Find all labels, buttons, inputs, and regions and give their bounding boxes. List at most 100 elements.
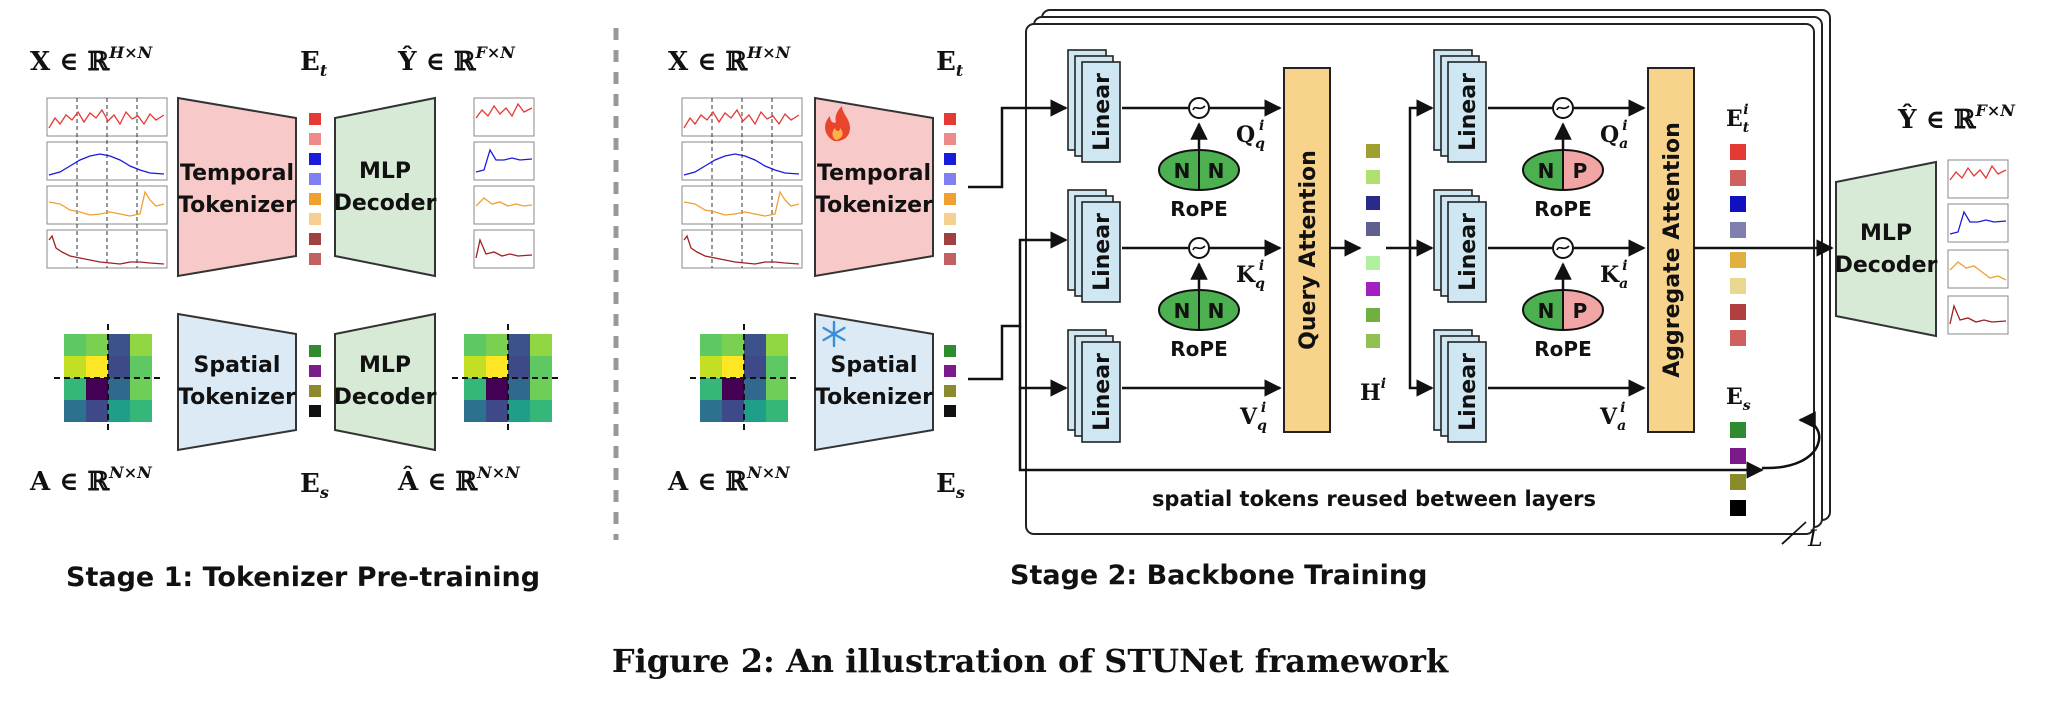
svg-text:N: N <box>1208 299 1225 323</box>
svg-text:MLP: MLP <box>359 159 411 184</box>
svg-text:Query Attention: Query Attention <box>1296 150 1321 350</box>
stage2-yhat-label: Ŷ ∈ ℝF×N <box>1897 101 2016 135</box>
aggregate-attention-inputs <box>1488 99 1646 397</box>
svg-text:MLP: MLP <box>1860 221 1912 246</box>
v-a-label: Vai <box>1599 400 1626 434</box>
h-label: Hi <box>1360 376 1386 406</box>
eti-tokens <box>1730 144 1746 346</box>
stage1-mlp-decoder-spatial: MLP Decoder <box>334 312 437 452</box>
h-tokens <box>1366 144 1380 348</box>
stage1-input-series <box>46 97 168 269</box>
stage2-spatial-tokens <box>944 345 956 417</box>
rope-query-q: N N RoPE <box>1158 149 1240 221</box>
aggregate-stage-arrows <box>1386 99 1434 397</box>
stage2-input-series <box>681 97 803 269</box>
stage2-adjacency-heatmap <box>690 324 798 432</box>
fire-icon <box>825 106 850 142</box>
svg-text:N: N <box>1174 299 1191 323</box>
svg-text:RoPE: RoPE <box>1170 197 1227 221</box>
stage1-output-series <box>473 97 535 269</box>
stage1-spatial-tokenizer: Spatial Tokenizer <box>177 312 297 452</box>
stage2-es-label: Es <box>936 469 965 502</box>
svg-text:Decoder: Decoder <box>1835 253 1938 278</box>
rotation-op-q <box>1188 97 1210 119</box>
stage1-yhat-label: Ŷ ∈ ℝF×N <box>397 43 516 77</box>
eti-label: Eti <box>1726 102 1750 136</box>
stage1-temporal-tokens <box>309 113 321 265</box>
svg-text:P: P <box>1573 299 1588 323</box>
svg-text:N: N <box>1174 159 1191 183</box>
layers-indicator: L <box>1781 521 1823 552</box>
svg-text:Linear: Linear <box>1090 213 1115 291</box>
query-attention-inputs <box>1122 99 1282 397</box>
svg-text:Temporal: Temporal <box>180 161 294 186</box>
stage2-title: Stage 2: Backbone Training <box>1010 560 1427 591</box>
svg-text:RoPE: RoPE <box>1534 197 1591 221</box>
svg-text:RoPE: RoPE <box>1534 337 1591 361</box>
aggregate-attention-block[interactable]: Aggregate Attention <box>1647 67 1695 433</box>
stage1-es-label: Es <box>300 469 329 502</box>
svg-text:Linear: Linear <box>1090 73 1115 151</box>
backbone-layer-stack <box>1025 9 1831 535</box>
svg-text:Temporal: Temporal <box>817 161 931 186</box>
aggregate-linear-q[interactable]: Linear <box>1433 49 1487 163</box>
svg-text:Linear: Linear <box>1456 213 1481 291</box>
svg-text:MLP: MLP <box>359 353 411 378</box>
stage2-panel: X ∈ ℝH×N Et Temporal Tokenizer <box>667 9 2016 591</box>
svg-text:P: P <box>1573 159 1588 183</box>
svg-text:Decoder: Decoder <box>334 191 437 216</box>
stage2-temporal-tokens <box>944 113 956 265</box>
snowflake-icon <box>822 320 846 348</box>
stage1-spatial-tokens <box>309 345 321 417</box>
svg-text:RoPE: RoPE <box>1170 337 1227 361</box>
svg-text:Linear: Linear <box>1456 353 1481 431</box>
stage2-a-label: A ∈ ℝN×N <box>667 463 791 497</box>
rope-query-k: N N RoPE <box>1158 289 1240 361</box>
stage2-input-arrows <box>968 99 1764 479</box>
svg-text:Tokenizer: Tokenizer <box>815 385 933 410</box>
stage2-et-label: Et <box>936 47 964 80</box>
stage1-x-label: X ∈ ℝH×N <box>30 43 154 77</box>
svg-text:N: N <box>1538 299 1555 323</box>
svg-text:Tokenizer: Tokenizer <box>178 193 296 218</box>
stage2-mlp-decoder: MLP Decoder <box>1835 160 1938 338</box>
svg-text:Spatial: Spatial <box>194 353 281 378</box>
svg-text:Linear: Linear <box>1456 73 1481 151</box>
stage1-reconstructed-heatmap <box>452 324 562 432</box>
rotation-op-k <box>1188 237 1210 259</box>
reuse-note: spatial tokens reused between layers <box>1152 487 1596 511</box>
k-q-label: Kqi <box>1236 258 1265 292</box>
stage1-adjacency-heatmap <box>54 324 162 432</box>
es2-label: Es <box>1726 384 1751 414</box>
rope-aggregate-q: N P RoPE <box>1522 149 1604 221</box>
aggregate-linear-v[interactable]: Linear <box>1433 329 1487 443</box>
svg-text:Linear: Linear <box>1090 353 1115 431</box>
stage1-ahat-label: Â ∈ ℝN×N <box>397 463 521 497</box>
query-linear-q[interactable]: Linear <box>1067 49 1121 163</box>
stage2-spatial-tokenizer: Spatial Tokenizer <box>814 312 934 452</box>
stage1-panel: X ∈ ℝH×N Et Ŷ ∈ ℝF×N Temporal Tokenizer <box>29 43 562 593</box>
query-attention-block[interactable]: Query Attention <box>1283 67 1331 433</box>
stage2-temporal-tokenizer: Temporal Tokenizer <box>814 96 934 278</box>
stage1-temporal-tokenizer: Temporal Tokenizer <box>177 96 297 278</box>
stage1-a-label: A ∈ ℝN×N <box>29 463 153 497</box>
query-linear-v[interactable]: Linear <box>1067 329 1121 443</box>
rotation-op-qa <box>1552 97 1574 119</box>
k-a-label: Kai <box>1600 258 1628 292</box>
svg-text:L: L <box>1807 527 1823 552</box>
v-q-label: Vqi <box>1239 400 1267 434</box>
svg-text:Spatial: Spatial <box>831 353 918 378</box>
stage1-et-label: Et <box>300 47 328 80</box>
svg-text:Decoder: Decoder <box>334 385 437 410</box>
stage1-title: Stage 1: Tokenizer Pre-training <box>66 562 540 593</box>
recurrence-arrow <box>1761 411 1821 470</box>
stage1-mlp-decoder-temporal: MLP Decoder <box>334 96 437 278</box>
rope-aggregate-k: N P RoPE <box>1522 289 1604 361</box>
query-linear-k[interactable]: Linear <box>1067 189 1121 303</box>
es2-tokens <box>1730 422 1746 516</box>
svg-text:Tokenizer: Tokenizer <box>815 193 933 218</box>
svg-text:N: N <box>1208 159 1225 183</box>
aggregate-linear-k[interactable]: Linear <box>1433 189 1487 303</box>
svg-text:Tokenizer: Tokenizer <box>178 385 296 410</box>
